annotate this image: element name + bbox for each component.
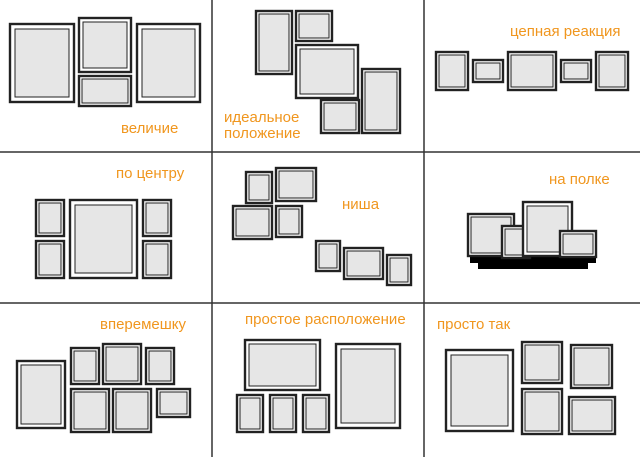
frames-layer xyxy=(8,9,630,436)
panel-label-vperemeshku: вперемешку xyxy=(100,316,187,333)
shelf-board xyxy=(470,256,596,263)
panel-label-po-centru: по центру xyxy=(116,165,185,182)
panel-label-nisha: ниша xyxy=(342,196,380,213)
picture-frame xyxy=(141,239,173,280)
shelf-bracket xyxy=(478,263,588,269)
panel-label-velichie: величие xyxy=(121,120,179,137)
picture-frame xyxy=(15,359,67,430)
panel-label-idealnoe: идеальное положение xyxy=(224,109,301,142)
picture-frame xyxy=(155,387,192,419)
picture-frame xyxy=(69,346,101,386)
picture-frame xyxy=(569,343,614,390)
picture-frame xyxy=(235,393,265,434)
picture-frame xyxy=(444,348,515,433)
picture-frame xyxy=(77,16,133,74)
picture-frame xyxy=(294,43,360,100)
frame-group-na-polke xyxy=(466,200,598,260)
picture-frame xyxy=(231,204,274,241)
picture-frame xyxy=(294,9,334,43)
picture-frame xyxy=(314,239,342,273)
picture-frame xyxy=(111,387,153,434)
picture-frame xyxy=(34,198,66,238)
frame-group-nisha xyxy=(231,166,413,287)
picture-frame xyxy=(144,346,176,386)
picture-frame xyxy=(471,58,505,84)
picture-frame xyxy=(69,387,111,434)
picture-frame xyxy=(319,98,361,135)
frame-group-po-centru xyxy=(34,198,173,280)
picture-frame xyxy=(434,50,470,92)
picture-frame xyxy=(77,74,133,108)
picture-frame xyxy=(520,387,564,436)
picture-frame xyxy=(385,253,413,287)
frame-group-vperemeshku xyxy=(15,342,192,434)
picture-frame xyxy=(101,342,143,386)
picture-frame xyxy=(360,67,402,135)
panel-label-prosto-tak: просто так xyxy=(437,316,511,333)
picture-frame xyxy=(301,393,331,434)
panel-label-prostoe: простое расположение xyxy=(245,311,406,328)
picture-frame xyxy=(68,198,139,280)
picture-frame xyxy=(135,22,202,104)
picture-frame xyxy=(274,204,304,239)
picture-frame xyxy=(567,395,617,436)
picture-frame xyxy=(244,170,274,205)
frame-group-prosto-tak xyxy=(444,340,617,436)
picture-frame xyxy=(559,58,593,84)
picture-frame xyxy=(521,200,574,258)
panel-label-cepnaya: цепная реакция xyxy=(510,23,621,40)
picture-frame xyxy=(274,166,318,203)
picture-frame xyxy=(34,239,66,280)
picture-frame xyxy=(558,229,598,259)
picture-frame xyxy=(506,50,558,92)
frame-group-cepnaya xyxy=(434,50,630,92)
frame-group-idealnoe xyxy=(254,9,402,135)
picture-frame xyxy=(254,9,294,76)
picture-frame xyxy=(334,342,402,430)
picture-frame xyxy=(8,22,76,104)
picture-frame xyxy=(268,393,298,434)
picture-frame xyxy=(141,198,173,238)
frame-group-prostoe xyxy=(235,338,402,434)
picture-frame xyxy=(243,338,322,392)
picture-frame xyxy=(594,50,630,92)
picture-frame xyxy=(520,340,564,385)
picture-frame xyxy=(342,246,385,281)
panel-label-na-polke: на полке xyxy=(549,171,610,188)
frame-group-velichie xyxy=(8,16,202,108)
